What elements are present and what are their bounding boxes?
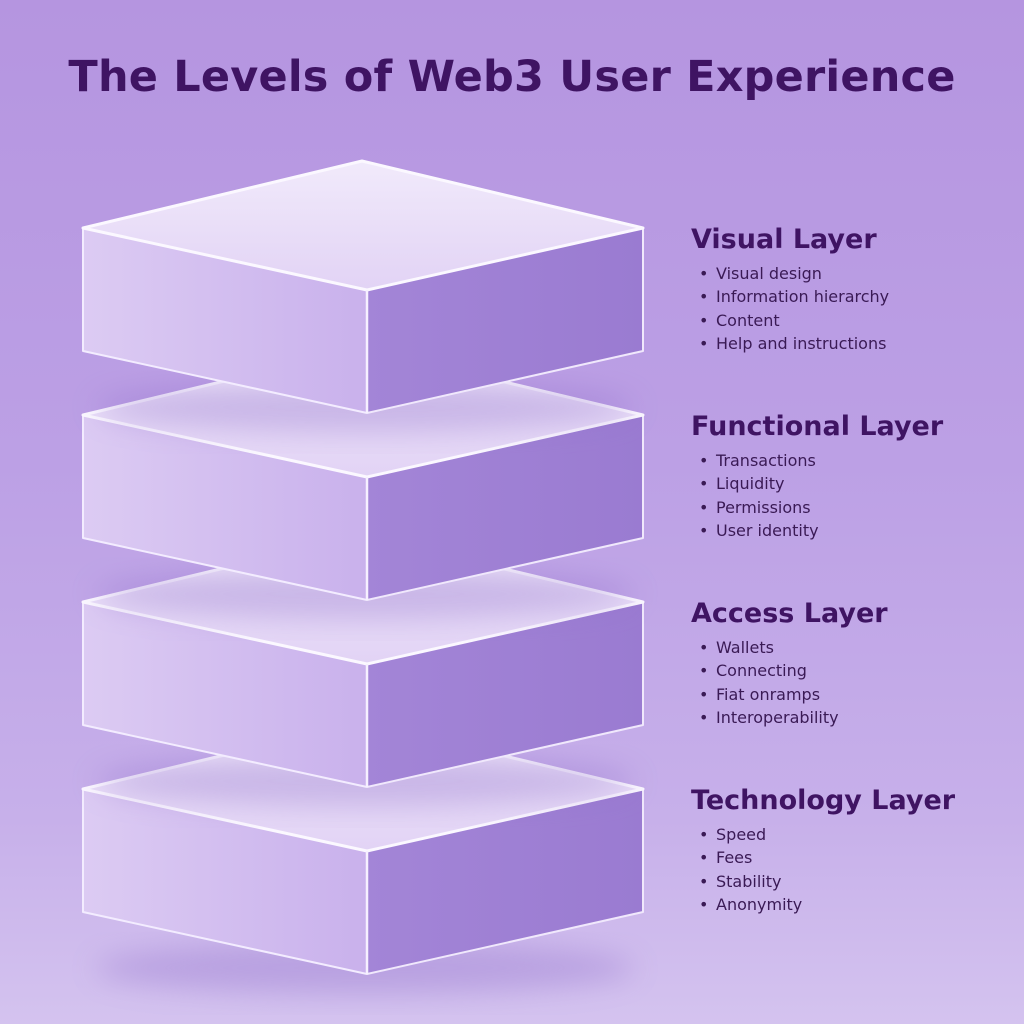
bullet-icon bbox=[699, 309, 716, 332]
bullet-icon bbox=[699, 519, 716, 542]
layer-items-access: Wallets Connecting Fiat onramps Interope… bbox=[691, 636, 1021, 730]
list-item: Visual design bbox=[699, 262, 1021, 285]
layer-info-access: Access Layer Wallets Connecting Fiat onr… bbox=[691, 598, 1021, 730]
bullet-icon bbox=[699, 285, 716, 308]
bullet-icon bbox=[699, 823, 716, 846]
bullet-icon bbox=[699, 683, 716, 706]
layer-info-technology: Technology Layer Speed Fees Stability An… bbox=[691, 785, 1021, 917]
list-item: User identity bbox=[699, 519, 1021, 542]
layer-items-visual: Visual design Information hierarchy Cont… bbox=[691, 262, 1021, 356]
list-item: Wallets bbox=[699, 636, 1021, 659]
bullet-icon bbox=[699, 870, 716, 893]
layer-items-functional: Transactions Liquidity Permissions User … bbox=[691, 449, 1021, 543]
bullet-icon bbox=[699, 472, 716, 495]
layer-heading-technology: Technology Layer bbox=[691, 785, 956, 816]
list-item: Speed bbox=[699, 823, 1021, 846]
list-item: Fees bbox=[699, 846, 1021, 869]
bullet-icon bbox=[699, 449, 716, 472]
list-item: Stability bbox=[699, 870, 1021, 893]
bullet-icon bbox=[699, 846, 716, 869]
bullet-icon bbox=[699, 893, 716, 916]
list-item: Connecting bbox=[699, 659, 1021, 682]
list-item: Information hierarchy bbox=[699, 285, 1021, 308]
layer-items-technology: Speed Fees Stability Anonymity bbox=[691, 823, 1021, 917]
layer-heading-access: Access Layer bbox=[691, 598, 888, 629]
layer-info-functional: Functional Layer Transactions Liquidity … bbox=[691, 411, 1021, 543]
list-item: Permissions bbox=[699, 496, 1021, 519]
list-item: Help and instructions bbox=[699, 332, 1021, 355]
list-item: Anonymity bbox=[699, 893, 1021, 916]
layer-info-visual: Visual Layer Visual design Information h… bbox=[691, 224, 1021, 356]
bullet-icon bbox=[699, 496, 716, 519]
bullet-icon bbox=[699, 636, 716, 659]
list-item: Liquidity bbox=[699, 472, 1021, 495]
block-top bbox=[81, 159, 645, 292]
list-item: Interoperability bbox=[699, 706, 1021, 729]
block-visual bbox=[81, 159, 645, 433]
layer-heading-visual: Visual Layer bbox=[691, 224, 877, 255]
bullet-icon bbox=[699, 659, 716, 682]
bullet-icon bbox=[699, 706, 716, 729]
list-item: Content bbox=[699, 309, 1021, 332]
bullet-icon bbox=[699, 262, 716, 285]
list-item: Transactions bbox=[699, 449, 1021, 472]
layer-heading-functional: Functional Layer bbox=[691, 411, 944, 442]
diagram-title: The Levels of Web3 User Experience bbox=[68, 52, 956, 102]
bullet-icon bbox=[699, 332, 716, 355]
list-item: Fiat onramps bbox=[699, 683, 1021, 706]
